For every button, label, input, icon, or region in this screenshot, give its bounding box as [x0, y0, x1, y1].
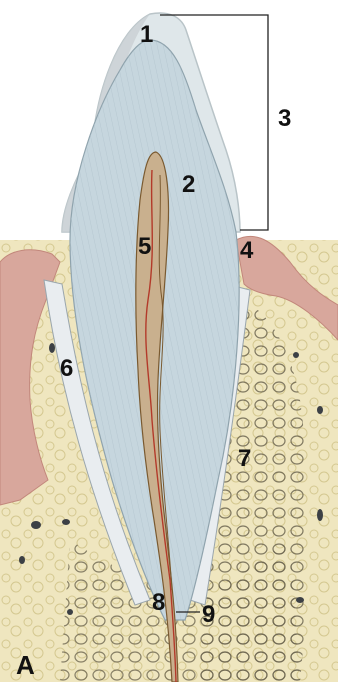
panel-label: A	[16, 650, 35, 680]
label-7-alveolar-bone: 7	[238, 445, 251, 472]
label-9-apical-foramen: 9	[202, 601, 215, 628]
label-1-enamel: 1	[140, 21, 153, 48]
label-6-periodontal-ligament: 6	[60, 355, 73, 382]
label-8-root-apex: 8	[152, 589, 165, 616]
label-5-pulp: 5	[138, 233, 151, 260]
label-3-crown: 3	[278, 105, 291, 132]
label-4-gingiva: 4	[240, 237, 254, 264]
label-2-dentin: 2	[182, 171, 195, 198]
